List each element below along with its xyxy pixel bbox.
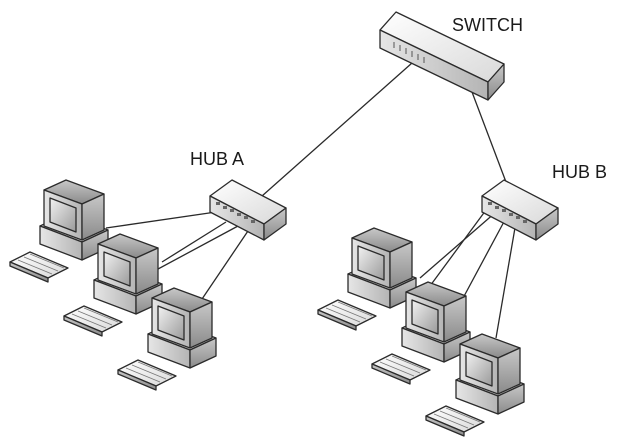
computer-b3 — [425, 333, 525, 437]
hub-a-computers — [9, 179, 217, 391]
hub-b-computers — [317, 227, 525, 437]
switch-label: SWITCH — [452, 15, 523, 35]
links — [105, 62, 517, 339]
link-hub-a-pc-2 — [161, 221, 227, 263]
computer-a3 — [117, 287, 217, 391]
computer-a2 — [63, 233, 163, 337]
link-hub-a-pc-1 — [105, 211, 217, 229]
link-hub-b-pc-3 — [495, 221, 517, 339]
link-hub-b-pc-2 — [461, 217, 507, 301]
link-hub-a-pc-4 — [199, 227, 251, 303]
link-hub-b-pc-4 — [429, 209, 487, 287]
hub-b-label: HUB B — [552, 162, 607, 182]
computer-b2 — [371, 281, 471, 385]
link-hub-b-pc-1 — [419, 211, 497, 279]
hub-a-device — [209, 179, 287, 241]
hub-b-device — [481, 179, 559, 241]
computer-b1 — [317, 227, 417, 331]
link-switch-hub-b — [471, 91, 507, 183]
switch-device — [379, 11, 505, 101]
hub-a-label: HUB A — [190, 149, 244, 169]
link-switch-hub-a — [261, 62, 413, 197]
computer-a1 — [9, 179, 109, 283]
